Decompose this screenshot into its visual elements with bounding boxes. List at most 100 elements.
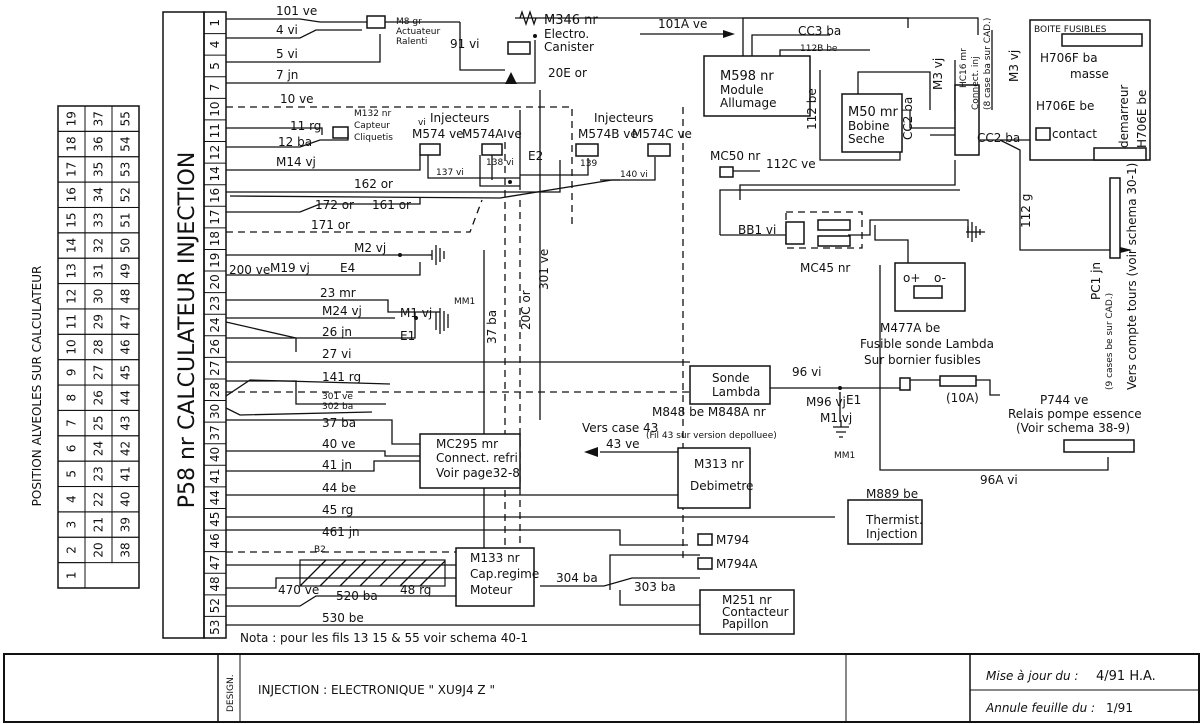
alveole-number: 31 bbox=[92, 263, 106, 278]
alveole-number: 3 bbox=[65, 521, 79, 529]
svg-text:M24 vj: M24 vj bbox=[322, 304, 362, 318]
ground-symbols bbox=[428, 222, 985, 438]
svg-text:Cliquetis: Cliquetis bbox=[354, 133, 393, 143]
alveole-number: 12 bbox=[65, 289, 79, 304]
svg-text:M133 nr: M133 nr bbox=[470, 551, 520, 565]
ecu-pin-number: 30 bbox=[208, 404, 222, 419]
svg-text:contact: contact bbox=[1052, 127, 1097, 141]
alveole-number: 5 bbox=[65, 470, 79, 478]
alveole-number: 4 bbox=[65, 495, 79, 503]
alveole-number: 14 bbox=[65, 238, 79, 253]
alveole-number: 24 bbox=[92, 441, 106, 456]
ecu-pin-number: 17 bbox=[208, 209, 222, 224]
svg-text:26 jn: 26 jn bbox=[322, 325, 352, 339]
svg-text:Electro.: Electro. bbox=[544, 27, 589, 41]
svg-text:Bobine: Bobine bbox=[848, 119, 890, 133]
ecu-pin-number: 12 bbox=[208, 145, 222, 160]
alveole-number: 49 bbox=[119, 263, 133, 278]
svg-text:Sonde: Sonde bbox=[712, 371, 750, 385]
component-labels: M8 gr Actuateur Ralenti M346 nr Electro.… bbox=[354, 13, 1149, 631]
svg-text:112 g: 112 g bbox=[1019, 194, 1033, 228]
ecu-pin-number: 37 bbox=[208, 425, 222, 440]
wire-labels: 101 ve 4 vi 5 vi 7 jn 10 ve 11 rg 12 ba … bbox=[229, 4, 1033, 625]
alveole-number: 9 bbox=[65, 369, 79, 377]
svg-text:Connect. refri: Connect. refri bbox=[436, 451, 518, 465]
svg-text:M574A ve: M574A ve bbox=[462, 127, 522, 141]
alveoles-title: POSITION ALVEOLES SUR CALCULATEUR bbox=[30, 266, 44, 507]
svg-text:Moteur: Moteur bbox=[470, 583, 512, 597]
svg-text:Injection: Injection bbox=[866, 527, 917, 541]
svg-text:Ralenti: Ralenti bbox=[396, 37, 427, 47]
svg-text:Lambda: Lambda bbox=[712, 385, 760, 399]
svg-text:Papillon: Papillon bbox=[722, 617, 769, 631]
alveole-number: 38 bbox=[119, 542, 133, 557]
alveole-number: 52 bbox=[119, 187, 133, 202]
alveole-number: 19 bbox=[65, 111, 79, 126]
alveole-number: 7 bbox=[65, 419, 79, 427]
ecu-pin-number: 20 bbox=[208, 274, 222, 289]
svg-text:Connect. inj: Connect. inj bbox=[971, 56, 981, 110]
alveole-number: 53 bbox=[119, 162, 133, 177]
svg-text:MM1: MM1 bbox=[454, 297, 475, 307]
svg-text:o-: o- bbox=[934, 271, 946, 285]
alveole-number: 33 bbox=[92, 213, 106, 228]
svg-text:91 vi: 91 vi bbox=[450, 37, 480, 51]
svg-text:27 vi: 27 vi bbox=[322, 347, 352, 361]
svg-text:37 ba: 37 ba bbox=[322, 416, 356, 430]
svg-text:E4: E4 bbox=[340, 261, 355, 275]
title-block: DESIGN. INJECTION : ELECTRONIQUE " XU9J4… bbox=[3, 653, 1200, 723]
alveole-number: 26 bbox=[92, 390, 106, 405]
alveole-number: 37 bbox=[92, 111, 106, 126]
svg-text:45 rg: 45 rg bbox=[322, 503, 353, 517]
svg-text:161 or: 161 or bbox=[372, 198, 411, 212]
svg-text:MC50 nr: MC50 nr bbox=[710, 149, 760, 163]
svg-text:M889 be: M889 be bbox=[866, 487, 918, 501]
svg-text:12 ba: 12 ba bbox=[278, 135, 312, 149]
svg-text:M50 mr: M50 mr bbox=[848, 105, 899, 120]
alveole-number: 55 bbox=[119, 111, 133, 126]
ecu-pin-number: 44 bbox=[208, 490, 222, 505]
alveole-number: 30 bbox=[92, 289, 106, 304]
svg-text:M8 gr: M8 gr bbox=[396, 17, 422, 27]
glyphs: o+ o- bbox=[398, 9, 946, 390]
svg-text:M794A: M794A bbox=[716, 557, 758, 571]
svg-text:20C or: 20C or bbox=[519, 290, 533, 330]
svg-text:MC295 mr: MC295 mr bbox=[436, 437, 498, 451]
svg-text:CC2 ba: CC2 ba bbox=[977, 131, 1020, 145]
svg-text:4 vi: 4 vi bbox=[276, 23, 298, 37]
alveole-number: 13 bbox=[65, 263, 79, 278]
alveole-number: 45 bbox=[119, 365, 133, 380]
alveole-number: 44 bbox=[119, 390, 133, 405]
alveole-number: 16 bbox=[65, 187, 79, 202]
svg-text:Debimetre: Debimetre bbox=[690, 479, 753, 493]
ecu-pin-number: 1 bbox=[208, 19, 222, 27]
alveole-number: 42 bbox=[119, 441, 133, 456]
svg-text:200 ve: 200 ve bbox=[229, 263, 270, 277]
ecu-pin-number: 41 bbox=[208, 468, 222, 483]
svg-text:112C ve: 112C ve bbox=[766, 157, 816, 171]
alveole-number: 39 bbox=[119, 517, 133, 532]
svg-text:M1 vj: M1 vj bbox=[400, 306, 432, 320]
svg-text:M251 nr: M251 nr bbox=[722, 593, 772, 607]
svg-text:141 rg: 141 rg bbox=[322, 370, 361, 384]
ecu-pin-number: 23 bbox=[208, 296, 222, 311]
alveole-number: 17 bbox=[65, 162, 79, 177]
ecu-connector: P58 nr CALCULATEUR INJECTION 14571011121… bbox=[162, 11, 227, 639]
svg-text:M3 vj: M3 vj bbox=[1007, 50, 1021, 82]
ecu-pin-number: 45 bbox=[208, 512, 222, 527]
ecu-pin-number: 5 bbox=[208, 62, 222, 70]
alveole-number: 47 bbox=[119, 314, 133, 329]
svg-text:M794: M794 bbox=[716, 533, 749, 547]
ecu-pin-number: 24 bbox=[208, 317, 222, 332]
svg-text:BOITE FUSIBLES: BOITE FUSIBLES bbox=[1034, 25, 1107, 35]
alveole-number: 50 bbox=[119, 238, 133, 253]
svg-text:M14 vj: M14 vj bbox=[276, 155, 316, 169]
alveole-number: 43 bbox=[119, 415, 133, 430]
svg-text:masse: masse bbox=[1070, 67, 1109, 81]
svg-text:H706E be: H706E be bbox=[1036, 99, 1094, 113]
alveole-number: 18 bbox=[65, 136, 79, 151]
svg-text:96A vi: 96A vi bbox=[980, 473, 1018, 487]
svg-text:vi: vi bbox=[418, 118, 426, 128]
